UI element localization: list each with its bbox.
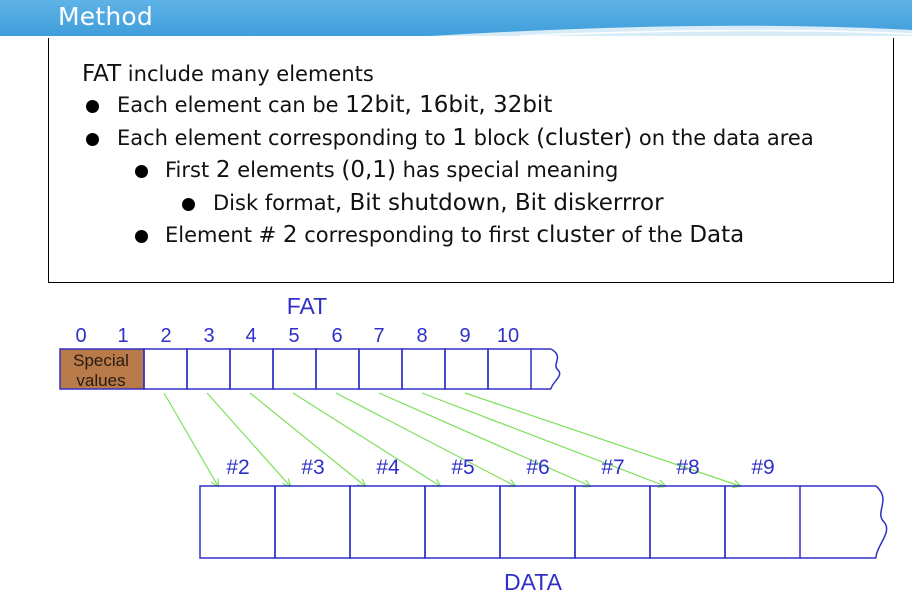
bullet-3-text-b: 2 <box>215 157 231 183</box>
fat-index: 3 <box>203 325 214 347</box>
fat-index: 4 <box>245 325 256 347</box>
fat-index: 0 <box>75 325 86 347</box>
data-cell <box>499 485 576 559</box>
bullet-icon <box>135 165 148 178</box>
mapping-arrow <box>378 392 590 486</box>
content-box <box>48 38 894 283</box>
fat-index: 2 <box>160 325 171 347</box>
fat-cell-open-end <box>531 348 551 390</box>
data-cluster-label: #6 <box>526 456 549 479</box>
fat-label: FAT <box>287 293 327 319</box>
bullet-2: Each element corresponding to 1 block (c… <box>117 125 814 151</box>
bullet-5-text-f: Data <box>689 222 745 248</box>
bullet-5-text-d: cluster <box>536 222 615 248</box>
bullet-4-text-b: , Bit shutdown, Bit diskerrror <box>334 190 664 216</box>
mapping-arrow <box>163 392 218 486</box>
bullet-3-text-a: First <box>165 158 216 182</box>
mapping-arrow <box>421 392 665 486</box>
data-cell <box>574 485 651 559</box>
mapping-arrow <box>206 392 290 486</box>
fat-cell <box>315 348 360 390</box>
special-values-cell <box>59 348 145 390</box>
bullet-icon <box>135 230 148 243</box>
bullet-1-text: Each element can be <box>117 93 346 117</box>
data-cluster-label: #4 <box>376 456 400 479</box>
bullet-2-text-c: block <box>467 126 537 150</box>
fat-index: 7 <box>373 325 384 347</box>
intro-text: include many elements <box>121 62 374 86</box>
special-values-label: values <box>76 371 125 390</box>
bullet-1: Each element can be 12bit, 16bit, 32bit <box>117 92 552 118</box>
fat-index: 9 <box>459 325 470 347</box>
fat-term: FAT <box>82 61 122 87</box>
data-cluster-label: #3 <box>301 456 324 479</box>
slide-header: Method <box>0 0 912 36</box>
fat-index: 1 <box>117 325 128 347</box>
bullet-5-text-e: of the <box>614 223 690 247</box>
bullet-4: Disk format, Bit shutdown, Bit diskerrro… <box>213 190 664 216</box>
fat-cell <box>229 348 274 390</box>
data-label: DATA <box>504 569 563 595</box>
intro-line: FAT include many elements <box>82 61 374 87</box>
bullet-4-text-a: Disk format <box>213 191 335 215</box>
fat-index: 8 <box>416 325 427 347</box>
bullet-3-text-d: (0,1) <box>341 157 396 183</box>
data-cell <box>274 485 351 559</box>
bullet-3-text-e: has special meaning <box>395 158 619 182</box>
bullet-icon <box>86 133 99 146</box>
fat-cell <box>186 348 231 390</box>
slide-title: Method <box>58 2 153 31</box>
bullet-icon <box>182 198 195 211</box>
data-cell <box>724 485 801 559</box>
fat-index: 5 <box>288 325 299 347</box>
fat-cell <box>487 348 532 390</box>
bullet-icon <box>86 100 99 113</box>
mapping-arrow <box>292 392 440 486</box>
data-cell <box>199 485 276 559</box>
fat-index: 6 <box>331 325 342 347</box>
data-cluster-label: #5 <box>451 456 474 479</box>
fat-cell <box>401 348 446 390</box>
mapping-arrow <box>249 392 365 486</box>
mapping-arrow <box>464 392 740 486</box>
bullet-5-text-b: 2 <box>282 222 298 248</box>
data-cluster-label: #9 <box>751 456 774 479</box>
bullet-3: First 2 elements (0,1) has special meani… <box>165 157 618 183</box>
fat-cell <box>444 348 489 390</box>
fat-break-mark <box>550 348 561 390</box>
bullet-2-text-a: Each element corresponding to <box>117 126 453 150</box>
data-cluster-label: #8 <box>676 456 699 479</box>
fat-index: 10 <box>497 325 519 347</box>
fat-cell <box>358 348 403 390</box>
header-swoosh-decoration <box>430 25 912 36</box>
special-values-label: Special <box>73 351 129 370</box>
bullet-5: Element # 2 corresponding to first clust… <box>165 222 744 248</box>
bullet-5-text-c: corresponding to first <box>297 223 537 247</box>
bullet-2-text-e: on the data area <box>632 126 814 150</box>
data-cluster-label: #7 <box>601 456 624 479</box>
bullet-2-text-b: 1 <box>452 125 467 151</box>
data-cell <box>349 485 426 559</box>
fat-cell <box>272 348 317 390</box>
bullet-1-sizes: 12bit, 16bit, 32bit <box>345 92 553 118</box>
data-cluster-label: #2 <box>226 456 249 479</box>
bullet-5-text-a: Element # <box>165 223 283 247</box>
data-cell-open-end <box>800 485 876 559</box>
data-cell <box>424 485 501 559</box>
mapping-arrow <box>335 392 515 486</box>
data-cell <box>649 485 726 559</box>
bullet-2-text-d: (cluster) <box>536 125 633 151</box>
data-break-mark <box>875 485 888 559</box>
fat-cell <box>143 348 188 390</box>
bullet-3-text-c: elements <box>230 158 342 182</box>
